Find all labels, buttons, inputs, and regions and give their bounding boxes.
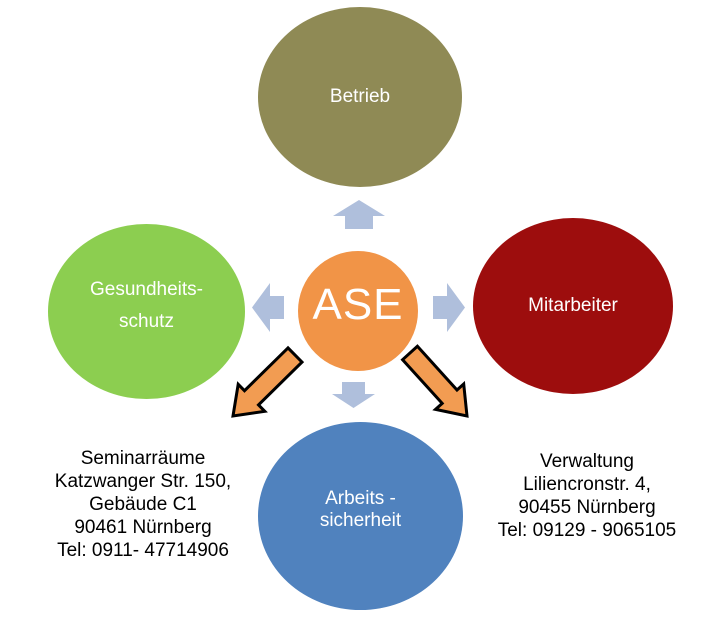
arrow-left-icon: [252, 283, 284, 332]
address-line: Tel: 09129 - 9065105: [497, 520, 677, 541]
node-arbeitssicherheit-label-line2: sicherheit: [319, 510, 402, 531]
address-seminarraeume: Seminarräume Katzwanger Str. 150, Gebäud…: [33, 447, 253, 562]
address-line: Tel: 0911- 47714906: [57, 540, 229, 561]
address-line: 90455 Nürnberg: [518, 497, 656, 518]
arrow-diagonal-right-icon: [400, 344, 469, 418]
arrow-up-icon: [333, 200, 385, 229]
node-ase-center: ASE: [298, 251, 418, 371]
node-ase-label: ASE: [312, 280, 404, 329]
address-line: Katzwanger Str. 150,: [54, 471, 232, 492]
address-line: Liliencronstr. 4,: [523, 474, 651, 495]
node-betrieb-label: Betrieb: [329, 86, 391, 107]
node-mitarbeiter-label: Mitarbeiter: [528, 295, 618, 316]
address-line: Verwaltung: [539, 451, 634, 472]
arrow-right-icon: [433, 283, 465, 332]
node-gesundheitsschutz: Gesundheits- schutz: [48, 224, 245, 399]
arrow-down-icon: [332, 382, 375, 408]
node-arbeitssicherheit-label-line1: Arbeits -: [325, 488, 396, 509]
node-betrieb: Betrieb: [258, 7, 462, 187]
node-mitarbeiter: Mitarbeiter: [473, 218, 673, 394]
address-verwaltung: Verwaltung Liliencronstr. 4, 90455 Nürnb…: [463, 450, 711, 542]
address-line: Seminarräume: [80, 448, 206, 469]
address-line: 90461 Nürnberg: [74, 517, 212, 538]
address-line: Gebäude C1: [89, 494, 197, 515]
arrow-diagonal-left-icon: [231, 345, 305, 418]
node-gesundheitsschutz-label-line2: schutz: [119, 310, 174, 332]
node-gesundheitsschutz-label-line1: Gesundheits-: [89, 278, 203, 300]
node-arbeitssicherheit: Arbeits - sicherheit: [258, 422, 463, 610]
